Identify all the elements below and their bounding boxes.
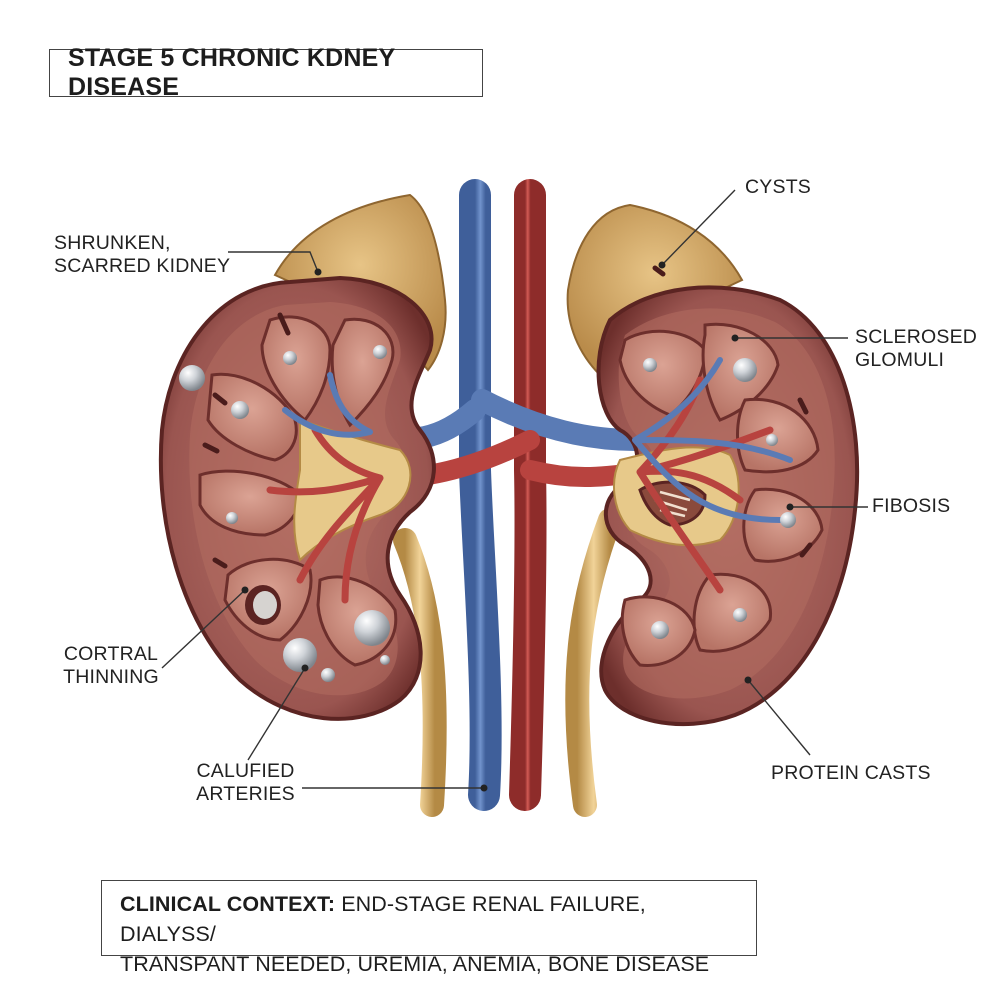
clinical-context-text1: END-STAGE RENAL FAILURE, DIALYSS/ (120, 892, 646, 946)
aorta (509, 179, 547, 811)
label-cysts: CYSTS (745, 176, 812, 198)
right-ureter (565, 508, 622, 817)
clinical-context-line1: CLINICAL CONTEXT: END-STAGE RENAL FAILUR… (120, 889, 740, 949)
label-fibrosis: FIBOSIS (872, 495, 951, 517)
leader-shrunken (228, 251, 319, 273)
left-kidney (158, 275, 436, 721)
leader-cysts (661, 189, 736, 266)
label-protein-casts: PROTEIN CASTS (771, 762, 931, 784)
label-calcified-arteries: CALUFIED ARTERIES (196, 760, 295, 805)
clinical-context-line2: TRANSPANT NEEDED, UREMIA, ANEMIA, BONE D… (120, 952, 710, 976)
page-title: STAGE 5 CHRONIC KDNEY DISEASE (49, 44, 483, 101)
leader-cortical (161, 589, 246, 669)
label-cortical-thinning: CORTRAL THINNING (63, 643, 159, 688)
right-kidney (596, 265, 860, 727)
clinical-context-box: CLINICAL CONTEXT: END-STAGE RENAL FAILUR… (101, 880, 757, 976)
leader-protein (747, 679, 811, 756)
vena-cava (459, 179, 502, 811)
right-renal-vein (471, 389, 646, 451)
leader-calcified (247, 667, 306, 761)
label-sclerosed-glomeruli: SCLEROSED GLOMULI (855, 326, 978, 371)
clinical-context-lead: CLINICAL CONTEXT: (120, 892, 336, 916)
left-ureter (393, 528, 447, 817)
leader-lines (161, 189, 868, 789)
label-shrunken-kidney: SHRUNKEN, SCARRED KIDNEY (54, 232, 231, 277)
